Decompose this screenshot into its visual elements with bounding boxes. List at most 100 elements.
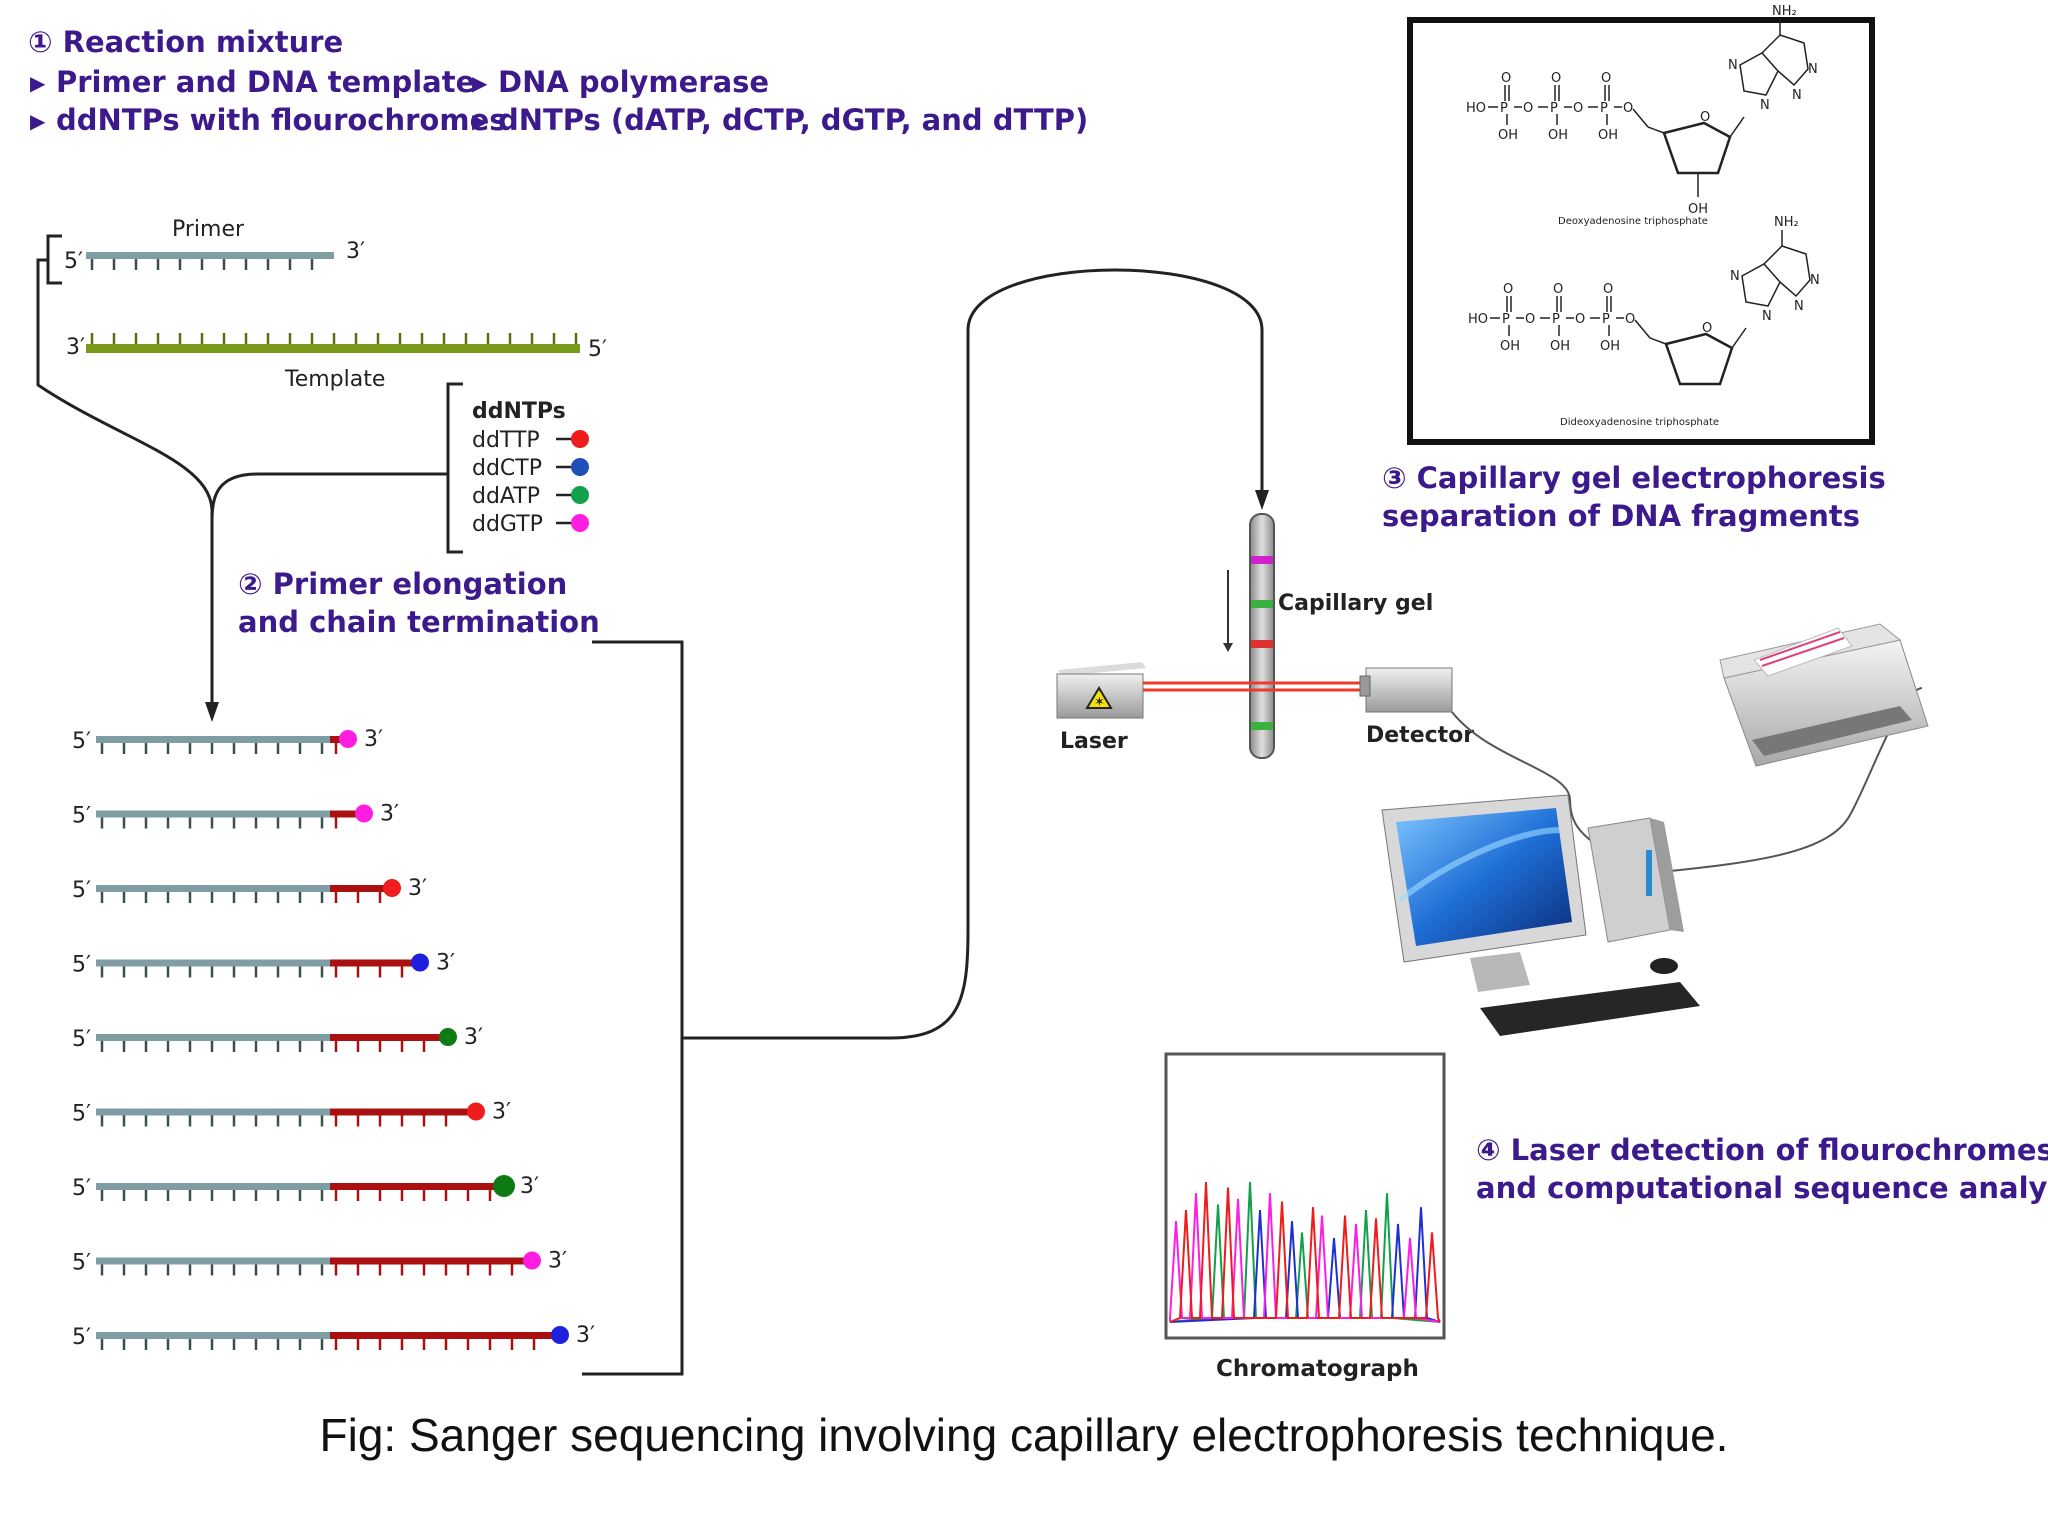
atom-label: OH bbox=[1498, 128, 1518, 143]
ddntp-fluorophore-dot bbox=[571, 514, 589, 532]
fragment-primer-segment bbox=[96, 736, 330, 743]
fragment-extension-segment bbox=[330, 1257, 526, 1265]
terminator-fluorophore-dot bbox=[339, 730, 357, 748]
fragment-extension-segment bbox=[330, 1332, 554, 1339]
chromatograph-frame bbox=[1164, 1052, 1446, 1340]
terminator-fluorophore-dot bbox=[355, 804, 373, 823]
terminator-fluorophore-dot bbox=[439, 1028, 457, 1046]
ddntp-bracket bbox=[210, 382, 463, 554]
fragment-5-prime: 5′ bbox=[72, 1102, 91, 1127]
laser-box-top bbox=[1058, 662, 1146, 676]
laser-warning-icon bbox=[1085, 686, 1113, 709]
step3-heading: ③ Capillary gel electrophoresis separati… bbox=[1382, 461, 1886, 533]
atom-label: P bbox=[1600, 101, 1608, 116]
detector-label: Detector bbox=[1366, 723, 1474, 748]
atom-label: P bbox=[1500, 101, 1508, 116]
bond-line bbox=[1632, 108, 1649, 128]
gel-band bbox=[1251, 556, 1273, 564]
fragment-5-prime: 5′ bbox=[72, 729, 91, 754]
fragment-3-prime: 3′ bbox=[364, 727, 383, 752]
imidazole-ring bbox=[1739, 52, 1779, 96]
chemical-structure-frame bbox=[1407, 17, 1875, 445]
down-flow-arrow-head bbox=[205, 702, 219, 722]
printer-paper-trace bbox=[1759, 631, 1845, 667]
fragment-extension-segment bbox=[330, 736, 342, 743]
bond-line bbox=[1731, 327, 1747, 349]
bullet-icon: ▶ bbox=[30, 109, 46, 133]
template-label: Template bbox=[284, 367, 385, 392]
atom-label: N bbox=[1810, 273, 1820, 288]
ddntp-label: ddCTP bbox=[472, 456, 542, 481]
fragment-3-prime: 3′ bbox=[492, 1100, 511, 1125]
atom-label: N bbox=[1794, 299, 1804, 314]
fragment-3-prime: 3′ bbox=[548, 1249, 567, 1274]
fragment-5-prime: 5′ bbox=[72, 953, 91, 978]
atom-label: P bbox=[1602, 312, 1610, 327]
printer-tray bbox=[1752, 706, 1912, 756]
reaction-mixture-section: ① Reaction mixture ▶ Primer and DNA temp… bbox=[28, 25, 1088, 137]
terminated-fragments: 5′3′5′3′5′3′5′3′5′3′5′3′5′3′5′3′5′3′ bbox=[72, 727, 595, 1350]
atom-label: OH bbox=[1598, 128, 1618, 143]
atom-label: O bbox=[1603, 282, 1613, 297]
ddntp-fluorophore-dot bbox=[571, 486, 589, 504]
chromatogram-trace bbox=[1169, 1181, 1441, 1323]
gel-band bbox=[1251, 600, 1273, 608]
bond-line bbox=[1634, 319, 1651, 339]
atom-label: O bbox=[1525, 312, 1535, 327]
atom-label: NH₂ bbox=[1774, 215, 1799, 230]
ddntp-fluorophore-dot bbox=[571, 430, 589, 448]
fragment-3-prime: 3′ bbox=[436, 951, 455, 976]
atom-label: O bbox=[1575, 312, 1585, 327]
fragment-5-prime: 5′ bbox=[72, 878, 91, 903]
capillary-gel-tube bbox=[1249, 513, 1275, 759]
reaction-item: dNTPs (dATP, dCTP, dGTP, and dTTP) bbox=[498, 103, 1088, 137]
fragment-3-prime: 3′ bbox=[408, 876, 427, 901]
pyrimidine-ring bbox=[1763, 245, 1811, 298]
bullet-icon: ▶ bbox=[472, 109, 488, 133]
atom-label: O bbox=[1625, 312, 1635, 327]
terminator-fluorophore-dot bbox=[411, 953, 429, 972]
atom-label: O bbox=[1523, 101, 1533, 116]
step2-line1: ② Primer elongation bbox=[238, 567, 567, 601]
fragment-3-prime: 3′ bbox=[520, 1174, 539, 1199]
detector-lens bbox=[1359, 675, 1371, 697]
terminator-fluorophore-dot bbox=[383, 879, 401, 897]
atom-label: OH bbox=[1500, 339, 1520, 354]
fragment-primer-segment bbox=[96, 885, 330, 892]
terminator-fluorophore-dot bbox=[493, 1175, 515, 1197]
bullet-icon: ▶ bbox=[472, 71, 488, 95]
laser-warning-glyph: ✶ bbox=[1094, 695, 1105, 710]
step3-line1: ③ Capillary gel electrophoresis bbox=[1382, 461, 1886, 495]
ddntp-fluorophore-dot bbox=[571, 458, 589, 476]
atom-label: P bbox=[1502, 312, 1510, 327]
sugar-ring bbox=[1664, 332, 1734, 386]
fragment-5-prime: 5′ bbox=[72, 1027, 91, 1052]
fragment-primer-segment bbox=[96, 1332, 330, 1339]
ddntp-label: ddGTP bbox=[472, 512, 543, 537]
step4-heading: ④ Laser detection of flourochromes and c… bbox=[1476, 1133, 2048, 1205]
imidazole-ring bbox=[1741, 263, 1781, 307]
fragment-5-prime: 5′ bbox=[72, 1251, 91, 1276]
structure-name: Deoxyadenosine triphosphate bbox=[1558, 216, 1708, 227]
structure-name: Dideoxyadenosine triphosphate bbox=[1560, 417, 1719, 428]
atom-label: OH bbox=[1550, 339, 1570, 354]
template-strand bbox=[86, 344, 580, 353]
chromatogram-trace bbox=[1169, 1207, 1441, 1323]
step4-line1: ④ Laser detection of flourochromes bbox=[1476, 1133, 2048, 1167]
fragment-3-prime: 3′ bbox=[576, 1323, 595, 1348]
bond-line bbox=[1649, 337, 1667, 345]
bond-line bbox=[1729, 116, 1745, 138]
step3-line2: separation of DNA fragments bbox=[1382, 499, 1860, 533]
reaction-item: ddNTPs with flourochromes bbox=[56, 103, 507, 137]
detector-box bbox=[1365, 667, 1453, 713]
primer-strand bbox=[86, 252, 334, 259]
terminator-fluorophore-dot bbox=[523, 1251, 541, 1270]
atom-label: O bbox=[1702, 321, 1712, 336]
step2-line2: and chain termination bbox=[238, 605, 600, 639]
computer-tower-side bbox=[1650, 818, 1684, 932]
fragment-primer-segment bbox=[96, 959, 330, 967]
atom-label: O bbox=[1553, 282, 1563, 297]
fragment-5-prime: 5′ bbox=[72, 804, 91, 829]
